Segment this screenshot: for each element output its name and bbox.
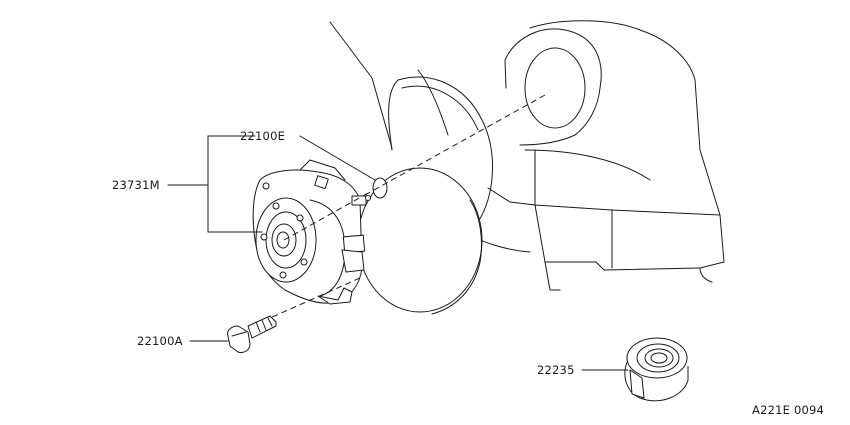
water-pump xyxy=(252,159,371,305)
label-22100A: 22100A xyxy=(137,334,183,348)
bolt xyxy=(227,315,277,353)
label-23731M: 23731M xyxy=(112,178,160,192)
pulley xyxy=(357,76,494,315)
sealant-tape-roll xyxy=(624,337,689,402)
o-ring xyxy=(372,177,388,199)
leader-lines xyxy=(167,135,629,371)
assembly-guide-lines xyxy=(269,94,546,319)
label-22235: 22235 xyxy=(537,363,575,377)
figure-code: A221E 0094 xyxy=(752,403,824,417)
label-22100E: 22100E xyxy=(240,129,285,143)
